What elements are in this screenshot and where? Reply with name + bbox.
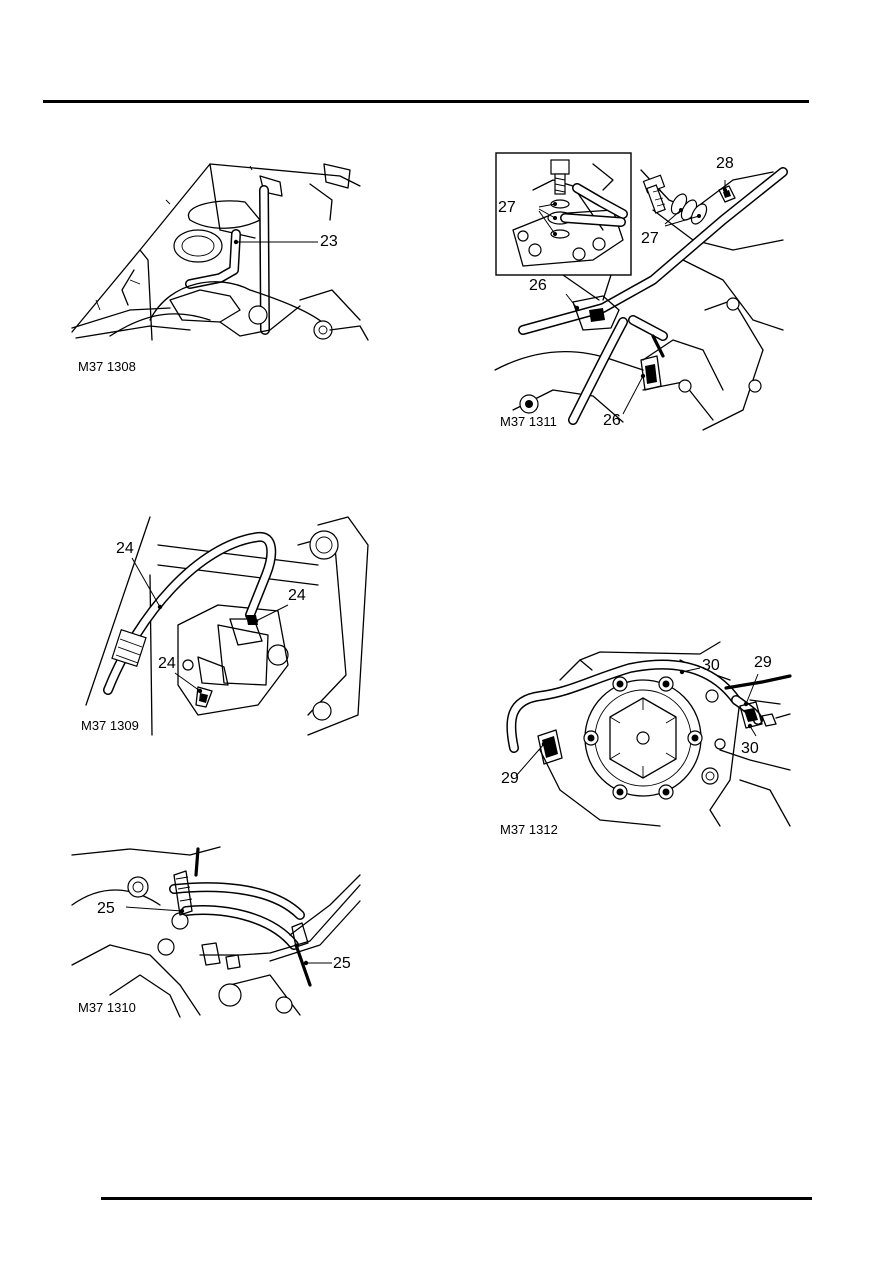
callout-23: 23 (320, 233, 338, 250)
figure-code: M37 1312 (500, 822, 558, 837)
callout-30-right: 30 (741, 740, 759, 757)
figure-m37-1310-drawing (71, 846, 361, 1018)
callout-25-left: 25 (97, 900, 115, 917)
callout-28: 28 (716, 155, 734, 172)
figure-m37-1311: 27 28 27 26 26 M37 1311 (493, 150, 788, 435)
header-rule (43, 100, 809, 103)
callout-30-top: 30 (702, 657, 720, 674)
figure-code: M37 1309 (81, 718, 139, 733)
callout-27-main: 27 (641, 230, 659, 247)
callout-24-hose: 24 (116, 540, 134, 557)
callout-26-connector: 26 (529, 277, 547, 294)
figure-m37-1311-drawing (494, 152, 788, 431)
callout-26-lower: 26 (603, 412, 621, 429)
figure-m37-1310: 25 25 M37 1310 (70, 845, 361, 1020)
callout-24-union: 24 (288, 587, 306, 604)
figure-m37-1309: 24 24 24 M37 1309 (78, 515, 369, 740)
figure-m37-1312-drawing (506, 641, 792, 827)
footer-rule (101, 1197, 812, 1200)
callout-29-left: 29 (501, 770, 519, 787)
figure-code: M37 1308 (78, 359, 136, 374)
callout-24-bracket: 24 (158, 655, 176, 672)
figure-m37-1308-drawing (71, 163, 369, 341)
callout-27-inset: 27 (498, 199, 516, 216)
callout-29-right: 29 (754, 654, 772, 671)
callout-25-right: 25 (333, 955, 351, 972)
figure-code: M37 1310 (78, 1000, 136, 1015)
figure-m37-1308: 23 M37 1308 (70, 160, 370, 375)
figure-m37-1312: 30 29 29 30 M37 1312 (500, 640, 792, 850)
figure-code: M37 1311 (500, 414, 557, 429)
figure-m37-1309-drawing (85, 516, 369, 736)
